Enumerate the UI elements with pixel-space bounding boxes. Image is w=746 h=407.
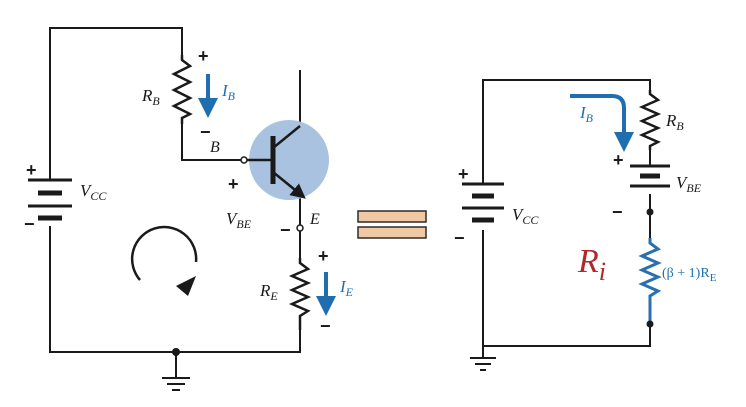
left-clockwise-loop-icon [130, 225, 198, 296]
left-emitter-node [296, 224, 304, 232]
right-node-bottom [646, 320, 654, 328]
right-vbe-battery [630, 164, 670, 188]
left-vcc-plus: + [26, 160, 37, 180]
left-re-label: RE [259, 281, 278, 303]
left-rb-minus: − [200, 122, 211, 142]
left-vcc-battery [28, 178, 72, 221]
left-re-resistor [288, 258, 312, 330]
right-vbe-label: VBE [676, 173, 702, 195]
right-circuit [470, 79, 651, 371]
left-base-label: B [210, 139, 220, 156]
left-base-node [240, 156, 248, 164]
right-vcc-plus: + [458, 164, 469, 184]
right-ground-icon [470, 346, 496, 371]
right-ri-label: Ri [577, 243, 606, 286]
right-equivalent-resistor [638, 238, 662, 324]
right-rb-resistor [638, 90, 662, 150]
transistor-highlight [249, 120, 329, 200]
right-ib-label: IB [579, 103, 594, 125]
left-npn-transistor-icon [244, 125, 306, 199]
left-re-minus: − [320, 316, 331, 336]
right-ib-arrow [570, 94, 634, 152]
left-ground-icon [162, 352, 190, 391]
left-vbe-minus: − [280, 220, 291, 240]
left-rb-resistor [171, 55, 193, 124]
left-vbe-label: VBE [226, 209, 252, 231]
left-top-wire [49, 27, 183, 180]
right-vbe-plus: + [613, 150, 624, 170]
left-ib-label: IB [221, 81, 236, 103]
left-vbe-plus: + [228, 174, 239, 194]
left-re-plus: + [318, 246, 329, 266]
right-node-top [646, 208, 654, 216]
left-ie-label: IE [339, 277, 354, 299]
right-equivalent-resistor-label: (β + 1)RE [662, 266, 717, 284]
right-bottom-wire [482, 230, 651, 347]
right-top-wire [482, 79, 651, 184]
right-rb-label: RB [665, 111, 684, 133]
left-vcc-minus: − [24, 214, 35, 234]
left-emitter-label: E [309, 211, 320, 228]
right-vcc-minus: − [454, 228, 465, 248]
left-base-wire [181, 124, 244, 161]
left-circuit [49, 27, 301, 391]
left-rb-plus: + [198, 46, 209, 66]
left-rb-label: RB [141, 86, 160, 108]
right-vcc-label: VCC [512, 205, 539, 227]
right-vcc-battery [462, 182, 504, 223]
right-vbe-minus: − [612, 202, 623, 222]
equivalence-symbol [357, 210, 427, 239]
left-vcc-label: VCC [80, 181, 107, 203]
